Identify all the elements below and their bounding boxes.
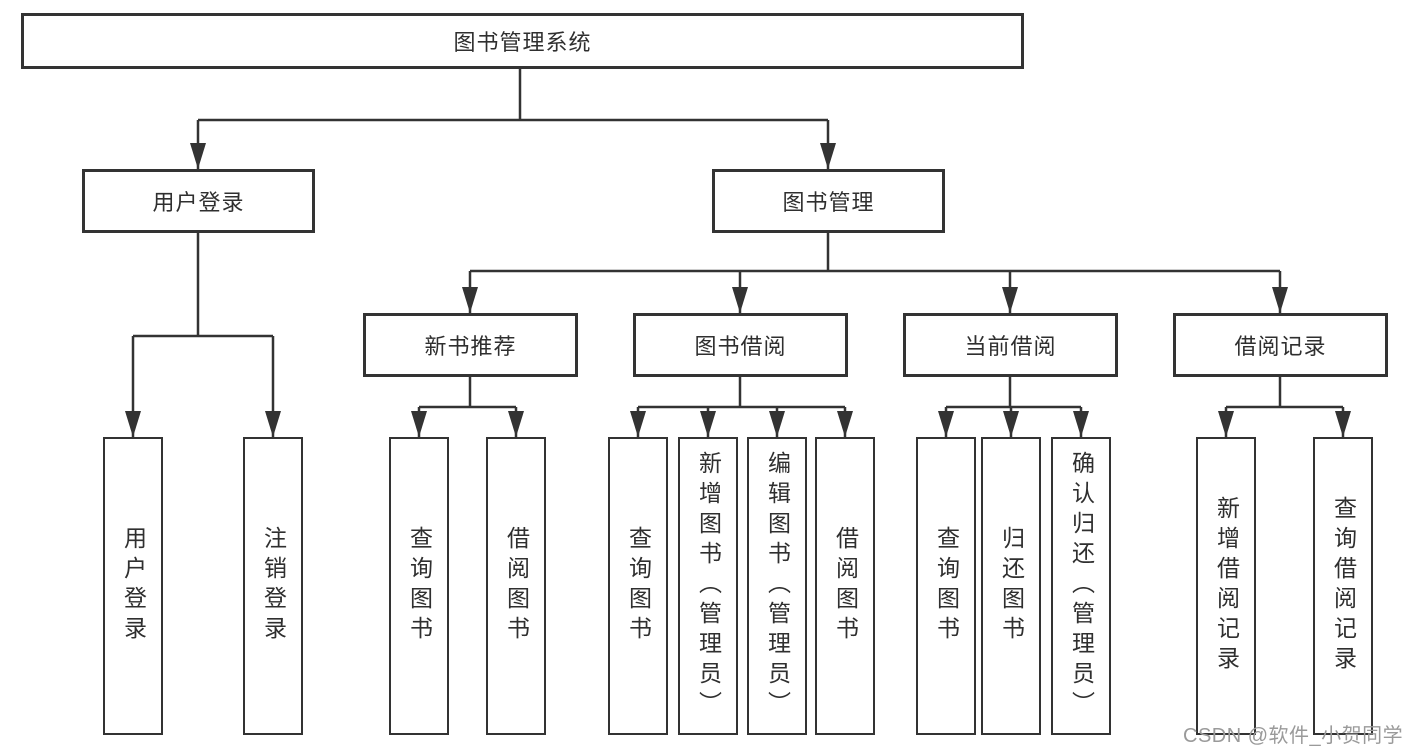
leaf-label: 新增借阅记录 [1213,496,1240,676]
node-label: 图书管理系统 [453,30,592,55]
arrow-down-icon [190,143,206,169]
node-label: 当前借阅 [964,334,1057,359]
leaf-current-return-books: 归还图书 [981,437,1041,735]
arrow-down-icon [630,411,646,437]
node-label: 图书借阅 [694,334,787,359]
leaf-label: 归还图书 [998,526,1025,646]
arrow-down-icon [1002,287,1018,313]
leaf-label: 查询图书 [406,526,433,646]
leaf-current-confirm-return-admin: 确认归还（管理员） [1051,437,1111,735]
arrow-down-icon [700,411,716,437]
arrow-down-icon [508,411,524,437]
leaf-records-query-record: 查询借阅记录 [1313,437,1373,735]
leaf-label: 查询图书 [625,526,652,646]
node-current-borrowing: 当前借阅 [903,313,1118,377]
node-user-login: 用户登录 [82,169,315,233]
leaf-newbook-query-books: 查询图书 [389,437,449,735]
leaf-label: 编辑图书（管理员） [764,451,791,721]
arrow-down-icon [411,411,427,437]
arrow-down-icon [938,411,954,437]
leaf-newbook-borrow-books: 借阅图书 [486,437,546,735]
node-library-management-system: 图书管理系统 [21,13,1024,69]
leaf-current-query-books: 查询图书 [916,437,976,735]
arrow-down-icon [1073,411,1089,437]
leaf-label: 查询借阅记录 [1330,496,1357,676]
leaf-label: 新增图书（管理员） [695,451,722,721]
arrow-down-icon [1335,411,1351,437]
node-book-borrowing: 图书借阅 [633,313,848,377]
leaf-label: 用户登录 [120,526,147,646]
arrow-down-icon [125,411,141,437]
arrow-down-icon [265,411,281,437]
leaf-label: 借阅图书 [503,526,530,646]
node-label: 用户登录 [152,190,245,215]
leaf-user-login: 用户登录 [103,437,163,735]
leaf-label: 查询图书 [933,526,960,646]
leaf-label: 注销登录 [260,526,287,646]
leaf-borrow-borrow-books: 借阅图书 [815,437,875,735]
arrow-down-icon [1272,287,1288,313]
arrow-down-icon [837,411,853,437]
leaf-label: 确认归还（管理员） [1068,451,1095,721]
node-label: 新书推荐 [424,334,517,359]
arrow-down-icon [462,287,478,313]
node-label: 借阅记录 [1234,334,1327,359]
arrow-down-icon [1003,411,1019,437]
connector-path [131,68,1345,437]
node-borrow-records: 借阅记录 [1173,313,1388,377]
arrow-down-icon [769,411,785,437]
leaf-borrow-add-books-admin: 新增图书（管理员） [678,437,738,735]
watermark: CSDN @软件_小贺同学 [1183,725,1404,747]
leaf-borrow-edit-books-admin: 编辑图书（管理员） [747,437,807,735]
arrow-down-icon [820,143,836,169]
arrow-down-icon [732,287,748,313]
leaf-borrow-query-books: 查询图书 [608,437,668,735]
leaf-logout-login: 注销登录 [243,437,303,735]
node-book-management: 图书管理 [712,169,945,233]
node-label: 图书管理 [782,190,875,215]
leaf-label: 借阅图书 [832,526,859,646]
leaf-records-add-record: 新增借阅记录 [1196,437,1256,735]
arrowheads [125,143,1351,437]
node-new-book-recommend: 新书推荐 [363,313,578,377]
arrow-down-icon [1218,411,1234,437]
